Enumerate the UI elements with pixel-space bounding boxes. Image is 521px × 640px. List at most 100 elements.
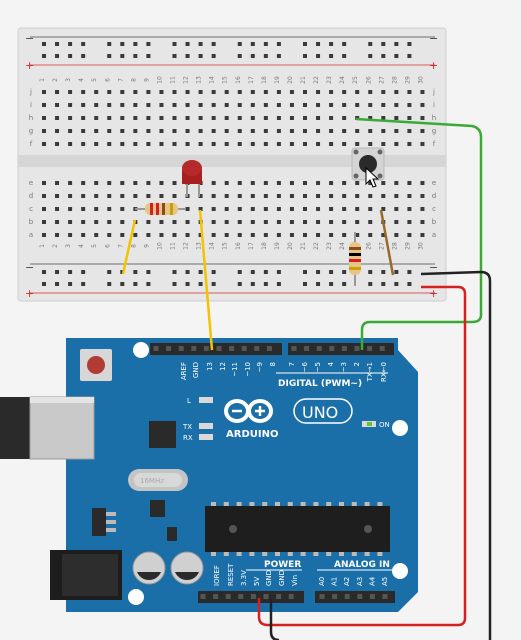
hole[interactable]: [407, 270, 412, 274]
hole[interactable]: [342, 129, 347, 133]
wire-yellow-gnd[interactable]: [121, 219, 137, 275]
hole[interactable]: [407, 142, 412, 146]
hole[interactable]: [159, 116, 164, 120]
hole[interactable]: [407, 42, 412, 46]
hole[interactable]: [289, 103, 294, 107]
wire-brown[interactable]: [379, 209, 395, 276]
hole[interactable]: [224, 129, 229, 133]
hole[interactable]: [198, 42, 203, 46]
hole[interactable]: [237, 42, 242, 46]
hole[interactable]: [263, 90, 268, 94]
hole[interactable]: [303, 282, 307, 286]
hole[interactable]: [329, 270, 334, 274]
hole[interactable]: [342, 90, 347, 94]
hole[interactable]: [303, 220, 307, 224]
hole[interactable]: [303, 103, 307, 107]
hole[interactable]: [263, 54, 268, 58]
hole[interactable]: [146, 233, 151, 237]
hole[interactable]: [250, 129, 255, 133]
hole[interactable]: [133, 270, 138, 274]
hole[interactable]: [211, 103, 216, 107]
hole[interactable]: [172, 129, 177, 133]
hole[interactable]: [185, 116, 190, 120]
hole[interactable]: [211, 54, 216, 58]
hole[interactable]: [224, 103, 229, 107]
hole[interactable]: [250, 282, 255, 286]
hole[interactable]: [42, 103, 46, 107]
hole[interactable]: [198, 233, 203, 237]
hole[interactable]: [224, 90, 229, 94]
hole[interactable]: [329, 194, 334, 198]
hole[interactable]: [381, 42, 386, 46]
hole[interactable]: [198, 103, 203, 107]
hole[interactable]: [276, 129, 281, 133]
hole[interactable]: [172, 42, 177, 46]
hole[interactable]: [407, 129, 412, 133]
hole[interactable]: [276, 142, 281, 146]
hole[interactable]: [368, 90, 373, 94]
hole[interactable]: [146, 42, 151, 46]
hole[interactable]: [224, 207, 229, 211]
hole[interactable]: [172, 282, 177, 286]
hole[interactable]: [107, 194, 112, 198]
hole[interactable]: [289, 116, 294, 120]
hole[interactable]: [342, 103, 347, 107]
resistor-vertical[interactable]: [349, 232, 361, 286]
hole[interactable]: [81, 181, 86, 185]
hole[interactable]: [68, 42, 73, 46]
hole[interactable]: [68, 103, 73, 107]
hole[interactable]: [211, 90, 216, 94]
hole[interactable]: [276, 207, 281, 211]
hole[interactable]: [211, 233, 216, 237]
hole[interactable]: [276, 54, 281, 58]
hole[interactable]: [342, 233, 347, 237]
hole[interactable]: [368, 282, 373, 286]
hole[interactable]: [329, 282, 334, 286]
hole[interactable]: [224, 220, 229, 224]
hole[interactable]: [263, 220, 268, 224]
hole[interactable]: [185, 142, 190, 146]
hole[interactable]: [394, 270, 399, 274]
hole[interactable]: [146, 129, 151, 133]
hole[interactable]: [289, 129, 294, 133]
hole[interactable]: [146, 142, 151, 146]
hole[interactable]: [159, 90, 164, 94]
hole[interactable]: [68, 233, 73, 237]
hole[interactable]: [211, 181, 216, 185]
hole[interactable]: [55, 220, 60, 224]
hole[interactable]: [133, 42, 138, 46]
hole[interactable]: [368, 233, 373, 237]
hole[interactable]: [316, 142, 321, 146]
hole[interactable]: [368, 103, 373, 107]
hole[interactable]: [133, 116, 138, 120]
hole[interactable]: [42, 233, 46, 237]
hole[interactable]: [250, 207, 255, 211]
hole[interactable]: [420, 142, 425, 146]
hole[interactable]: [316, 270, 321, 274]
hole[interactable]: [185, 207, 190, 211]
hole[interactable]: [211, 220, 216, 224]
hole[interactable]: [81, 233, 86, 237]
hole[interactable]: [133, 142, 138, 146]
hole[interactable]: [276, 220, 281, 224]
hole[interactable]: [211, 207, 216, 211]
hole[interactable]: [303, 194, 307, 198]
hole[interactable]: [42, 42, 46, 46]
hole[interactable]: [68, 194, 73, 198]
hole[interactable]: [81, 103, 86, 107]
hole[interactable]: [407, 54, 412, 58]
hole[interactable]: [120, 194, 125, 198]
hole[interactable]: [420, 233, 425, 237]
hole[interactable]: [68, 207, 73, 211]
hole[interactable]: [342, 282, 347, 286]
hole[interactable]: [289, 207, 294, 211]
hole[interactable]: [172, 220, 177, 224]
hole[interactable]: [211, 270, 216, 274]
hole[interactable]: [263, 207, 268, 211]
hole[interactable]: [133, 282, 138, 286]
hole[interactable]: [394, 116, 399, 120]
hole[interactable]: [133, 181, 138, 185]
hole[interactable]: [303, 54, 307, 58]
hole[interactable]: [250, 103, 255, 107]
hole[interactable]: [407, 116, 412, 120]
